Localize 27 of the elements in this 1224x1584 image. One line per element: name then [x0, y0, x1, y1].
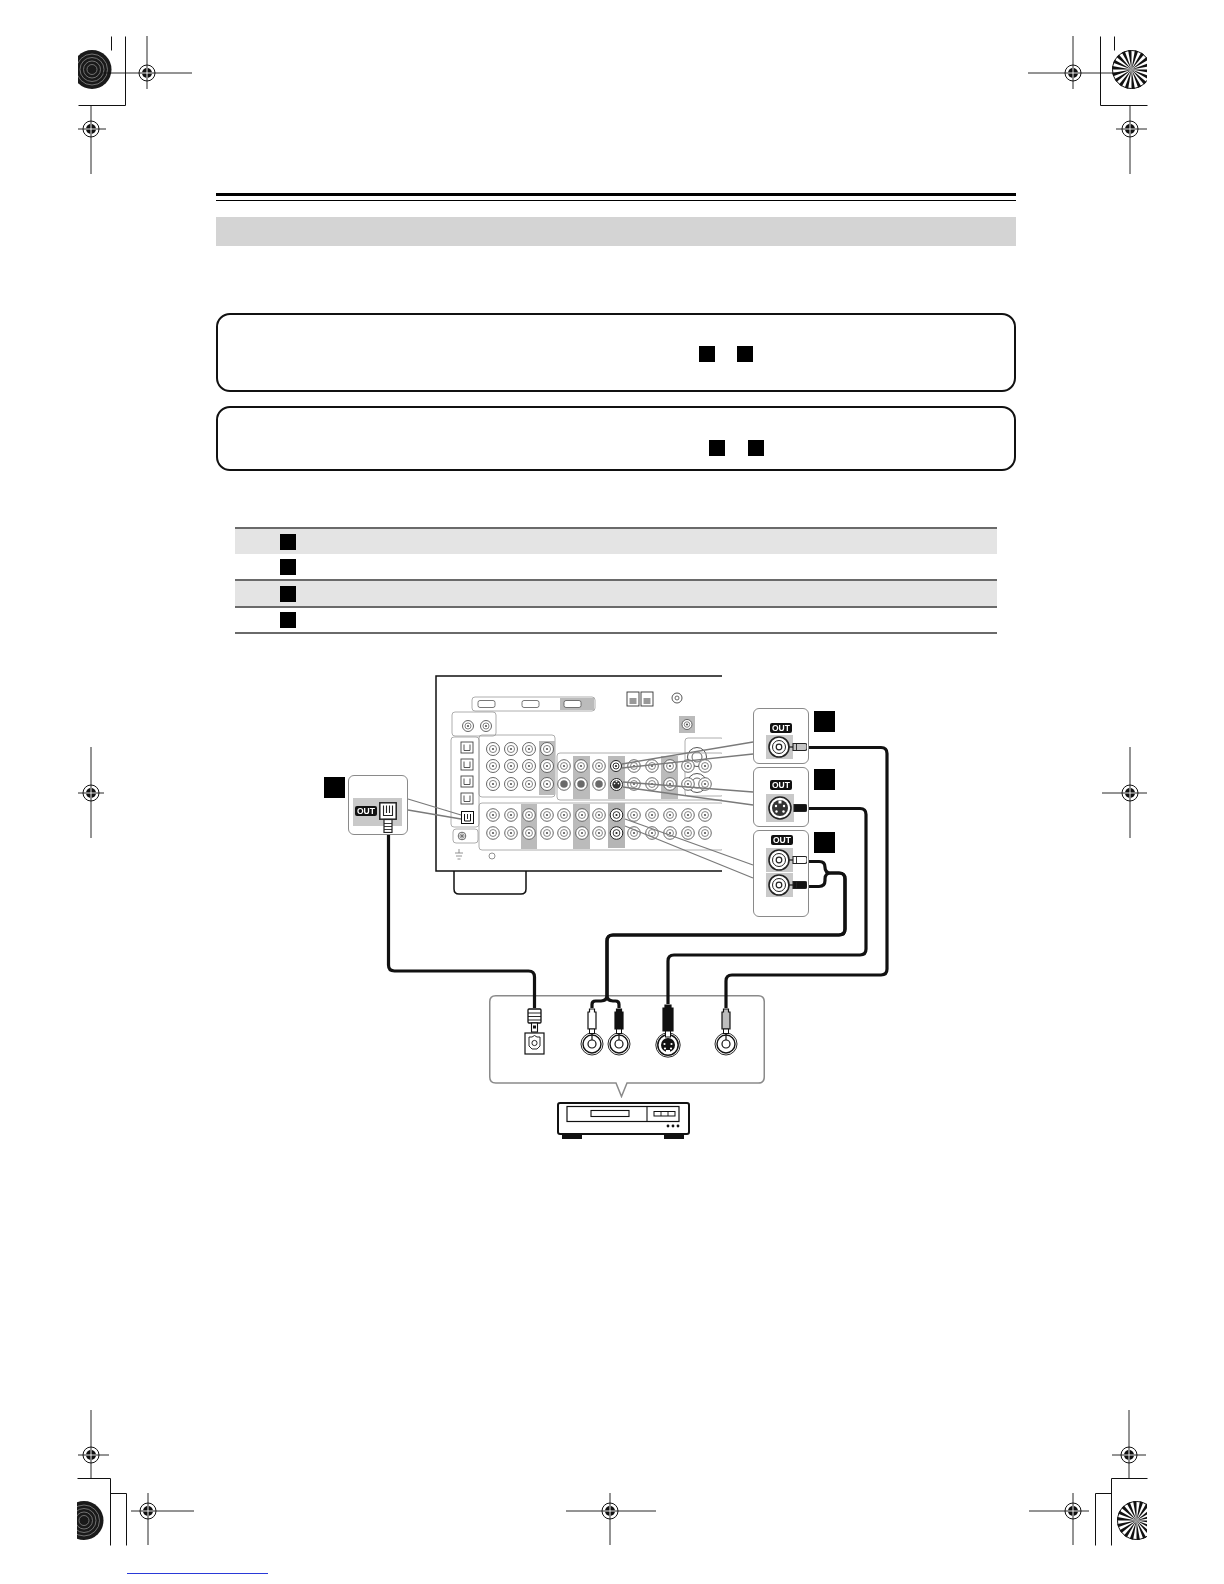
plugged-s-video-jack: [655, 1004, 681, 1058]
out-label: OUT: [355, 806, 377, 816]
cable: [386, 835, 537, 1008]
cable: [724, 745, 889, 1008]
out-label: OUT: [771, 835, 793, 845]
callout-box: [348, 775, 408, 835]
leader-line: [624, 818, 754, 879]
audio-jack-pair: [608, 803, 625, 848]
rear-panel-callout: [489, 995, 765, 1098]
plugged-rca-jack: [714, 1008, 738, 1056]
cable: [666, 806, 868, 1004]
plugged-optical-jack: [524, 1008, 545, 1055]
note-box: [216, 406, 1016, 471]
optical-jack: [461, 811, 474, 824]
rca-jack: [610, 760, 622, 772]
leader-line: [621, 741, 754, 769]
plugged-rca-jack: [580, 1008, 604, 1056]
leader-line: [622, 781, 754, 806]
plugged-rca-jack: [607, 1008, 631, 1056]
heading-bar: [216, 217, 1016, 246]
callout-box: [753, 767, 809, 827]
note-box: [216, 313, 1016, 392]
callout-box: [753, 830, 809, 917]
out-label: OUT: [770, 780, 792, 790]
leader-line: [407, 798, 462, 820]
out-label: OUT: [770, 723, 792, 733]
callout-box: [753, 708, 809, 764]
